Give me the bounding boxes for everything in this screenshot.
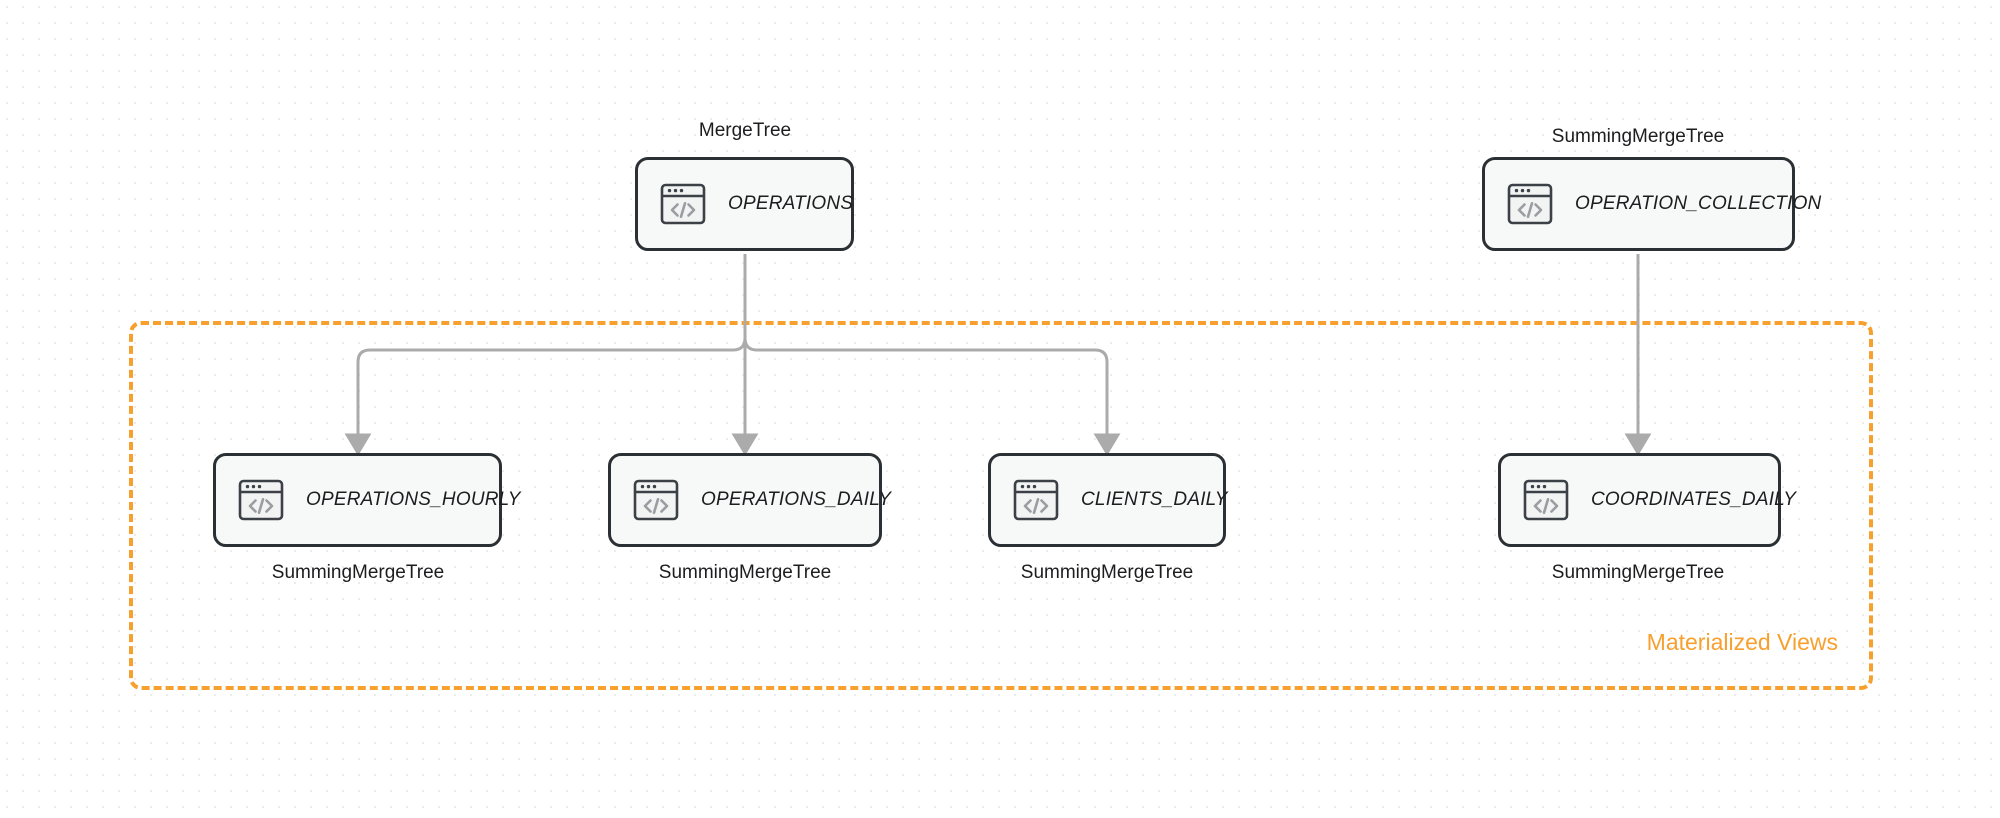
engine-caption-coordinates-daily: SummingMergeTree xyxy=(1551,562,1725,583)
code-window-icon xyxy=(633,479,679,521)
node-label-clients-daily: CLIENTS_DAILY xyxy=(1081,489,1228,510)
node-label-operations-daily: OPERATIONS_DAILY xyxy=(701,489,892,510)
node-operations-hourly[interactable]: OPERATIONS_HOURLY xyxy=(213,453,520,547)
node-label-operations-hourly: OPERATIONS_HOURLY xyxy=(306,489,521,510)
code-window-icon xyxy=(660,183,706,225)
node-operations-daily[interactable]: OPERATIONS_DAILY xyxy=(608,453,891,547)
code-window-icon xyxy=(1013,479,1059,521)
engine-caption-clients-daily: SummingMergeTree xyxy=(1020,562,1194,583)
engine-caption-operations: MergeTree xyxy=(698,120,792,141)
node-label-coordinates-daily: COORDINATES_DAILY xyxy=(1591,489,1797,510)
code-window-icon xyxy=(1507,183,1553,225)
engine-caption-operations-daily: SummingMergeTree xyxy=(658,562,832,583)
node-clients-daily[interactable]: CLIENTS_DAILY xyxy=(988,453,1228,547)
code-window-icon xyxy=(1523,479,1569,521)
node-label-operations: OPERATIONS xyxy=(728,193,854,214)
code-window-icon xyxy=(238,479,284,521)
engine-caption-operation-collection: SummingMergeTree xyxy=(1551,126,1725,147)
materialized-views-label: Materialized Views xyxy=(1646,629,1838,655)
node-coordinates-daily[interactable]: COORDINATES_DAILY xyxy=(1498,453,1796,547)
engine-caption-operations-hourly: SummingMergeTree xyxy=(271,562,445,583)
node-operation-collection[interactable]: OPERATION_COLLECTION xyxy=(1482,157,1821,251)
node-label-operation-collection: OPERATION_COLLECTION xyxy=(1575,193,1822,214)
node-operations[interactable]: OPERATIONS xyxy=(635,157,854,251)
